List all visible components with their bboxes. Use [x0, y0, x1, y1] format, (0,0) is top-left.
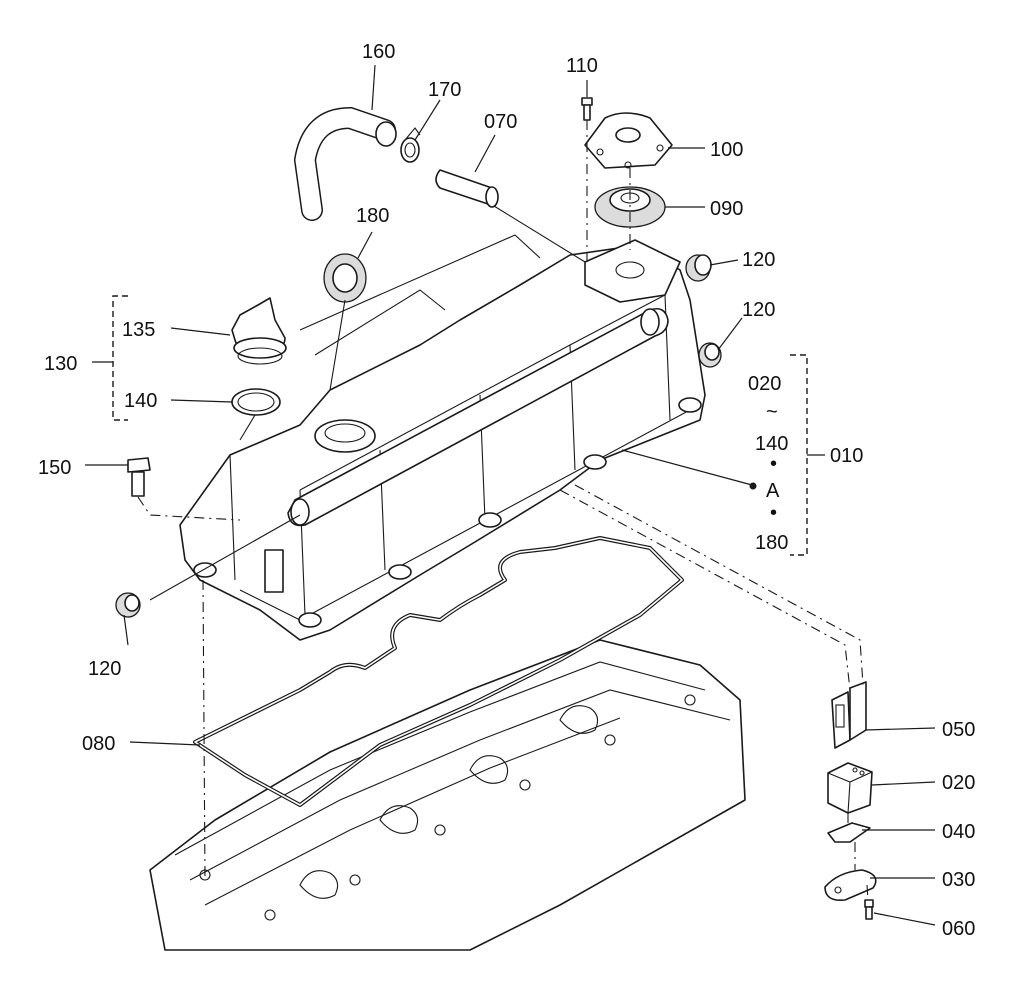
kit-legend-dot: •: [770, 502, 777, 524]
screw: [581, 97, 593, 121]
part-label-100: 100: [710, 139, 743, 161]
part-label-040: 040: [942, 821, 975, 843]
cover-plate: [824, 869, 877, 902]
leader-lines: [85, 64, 936, 926]
part-label-180: 180: [356, 205, 389, 227]
part-label-160: 160: [362, 41, 395, 63]
kit-010-bracket: [790, 354, 808, 556]
breather-hose: [293, 106, 397, 221]
part-label-050: 050: [942, 719, 975, 741]
part-label-150: 150: [38, 457, 71, 479]
oil-seal: [323, 253, 367, 303]
part-label-090: 090: [710, 198, 743, 220]
head-cover: [179, 239, 706, 641]
breather-cover: [584, 112, 673, 169]
part-label-120: 120: [742, 249, 775, 271]
kit-legend-ref: A: [766, 480, 780, 502]
part-label-060: 060: [942, 918, 975, 940]
cylinder-head: [149, 639, 746, 951]
part-label-120: 120: [742, 299, 775, 321]
head-cover-gasket: [193, 536, 684, 807]
kit-legend: 020 ~ 140 • A • 180: [748, 373, 788, 554]
oil-filler-cap: [231, 297, 287, 365]
o-ring: [231, 388, 281, 416]
bracket: [831, 681, 867, 749]
part-label-070: 070: [484, 111, 517, 133]
kit-legend-last: 180: [755, 532, 788, 554]
plug: [685, 254, 712, 282]
part-label-135: 135: [122, 319, 155, 341]
part-labels: 160 170 070 110 100 090 180 120 120 135 …: [38, 41, 975, 940]
plug: [698, 342, 722, 368]
part-label-140: 140: [124, 390, 157, 412]
block: [827, 762, 873, 814]
kit-legend-tilde: ~: [766, 401, 778, 423]
reference-dot: [749, 482, 757, 490]
assembly-lines: [137, 120, 869, 901]
part-label-130: 130: [44, 353, 77, 375]
bolt: [127, 457, 151, 497]
part-label-030: 030: [942, 869, 975, 891]
kit-legend-from: 020: [748, 373, 781, 395]
breather-pipe: [435, 169, 499, 208]
hose-clamp: [400, 127, 421, 163]
plug: [115, 592, 141, 618]
screw: [864, 899, 874, 920]
kit-legend-to: 140: [755, 433, 788, 455]
part-label-170: 170: [428, 79, 461, 101]
part-label-120: 120: [88, 658, 121, 680]
plate: [827, 822, 871, 843]
part-label-110: 110: [566, 55, 598, 77]
kit-legend-dot: •: [770, 453, 777, 475]
part-label-020: 020: [942, 772, 975, 794]
part-label-080: 080: [82, 733, 115, 755]
part-label-010: 010: [830, 445, 863, 467]
